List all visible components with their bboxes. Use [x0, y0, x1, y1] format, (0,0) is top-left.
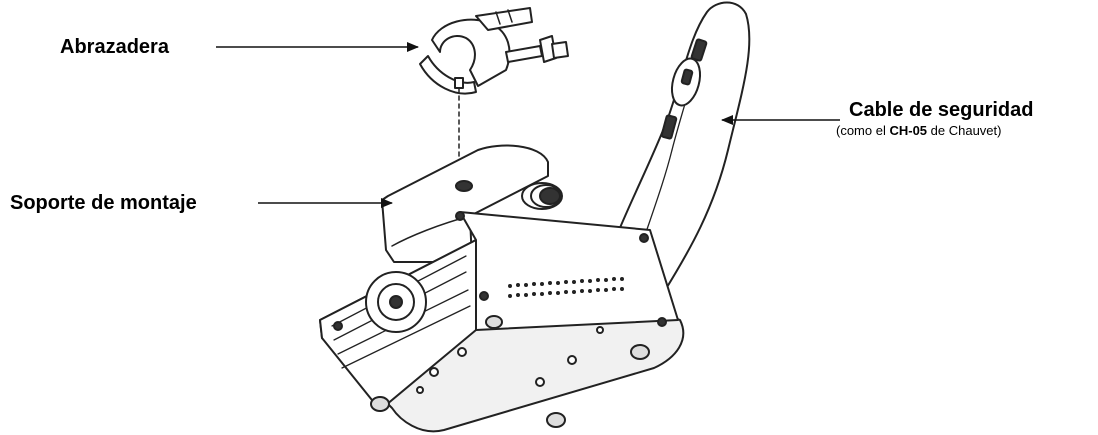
vent-dots — [508, 277, 624, 298]
safety-cable-model: CH-05 — [889, 123, 928, 138]
safety-cable-label: Cable de seguridad — [849, 99, 1034, 121]
mounting-bracket-label: Soporte de montaje — [10, 192, 197, 214]
safety-cable-drawing — [599, 1, 751, 293]
safety-cable-note-prefix: (como el — [836, 123, 890, 138]
fixture-body-drawing — [319, 211, 685, 433]
clamp-label: Abrazadera — [60, 36, 169, 58]
safety-cable-note-suffix: de Chauvet) — [927, 123, 1002, 138]
safety-cable-note: (como el CH-05 de Chauvet) — [836, 123, 1001, 138]
clamp-drawing — [419, 7, 569, 157]
